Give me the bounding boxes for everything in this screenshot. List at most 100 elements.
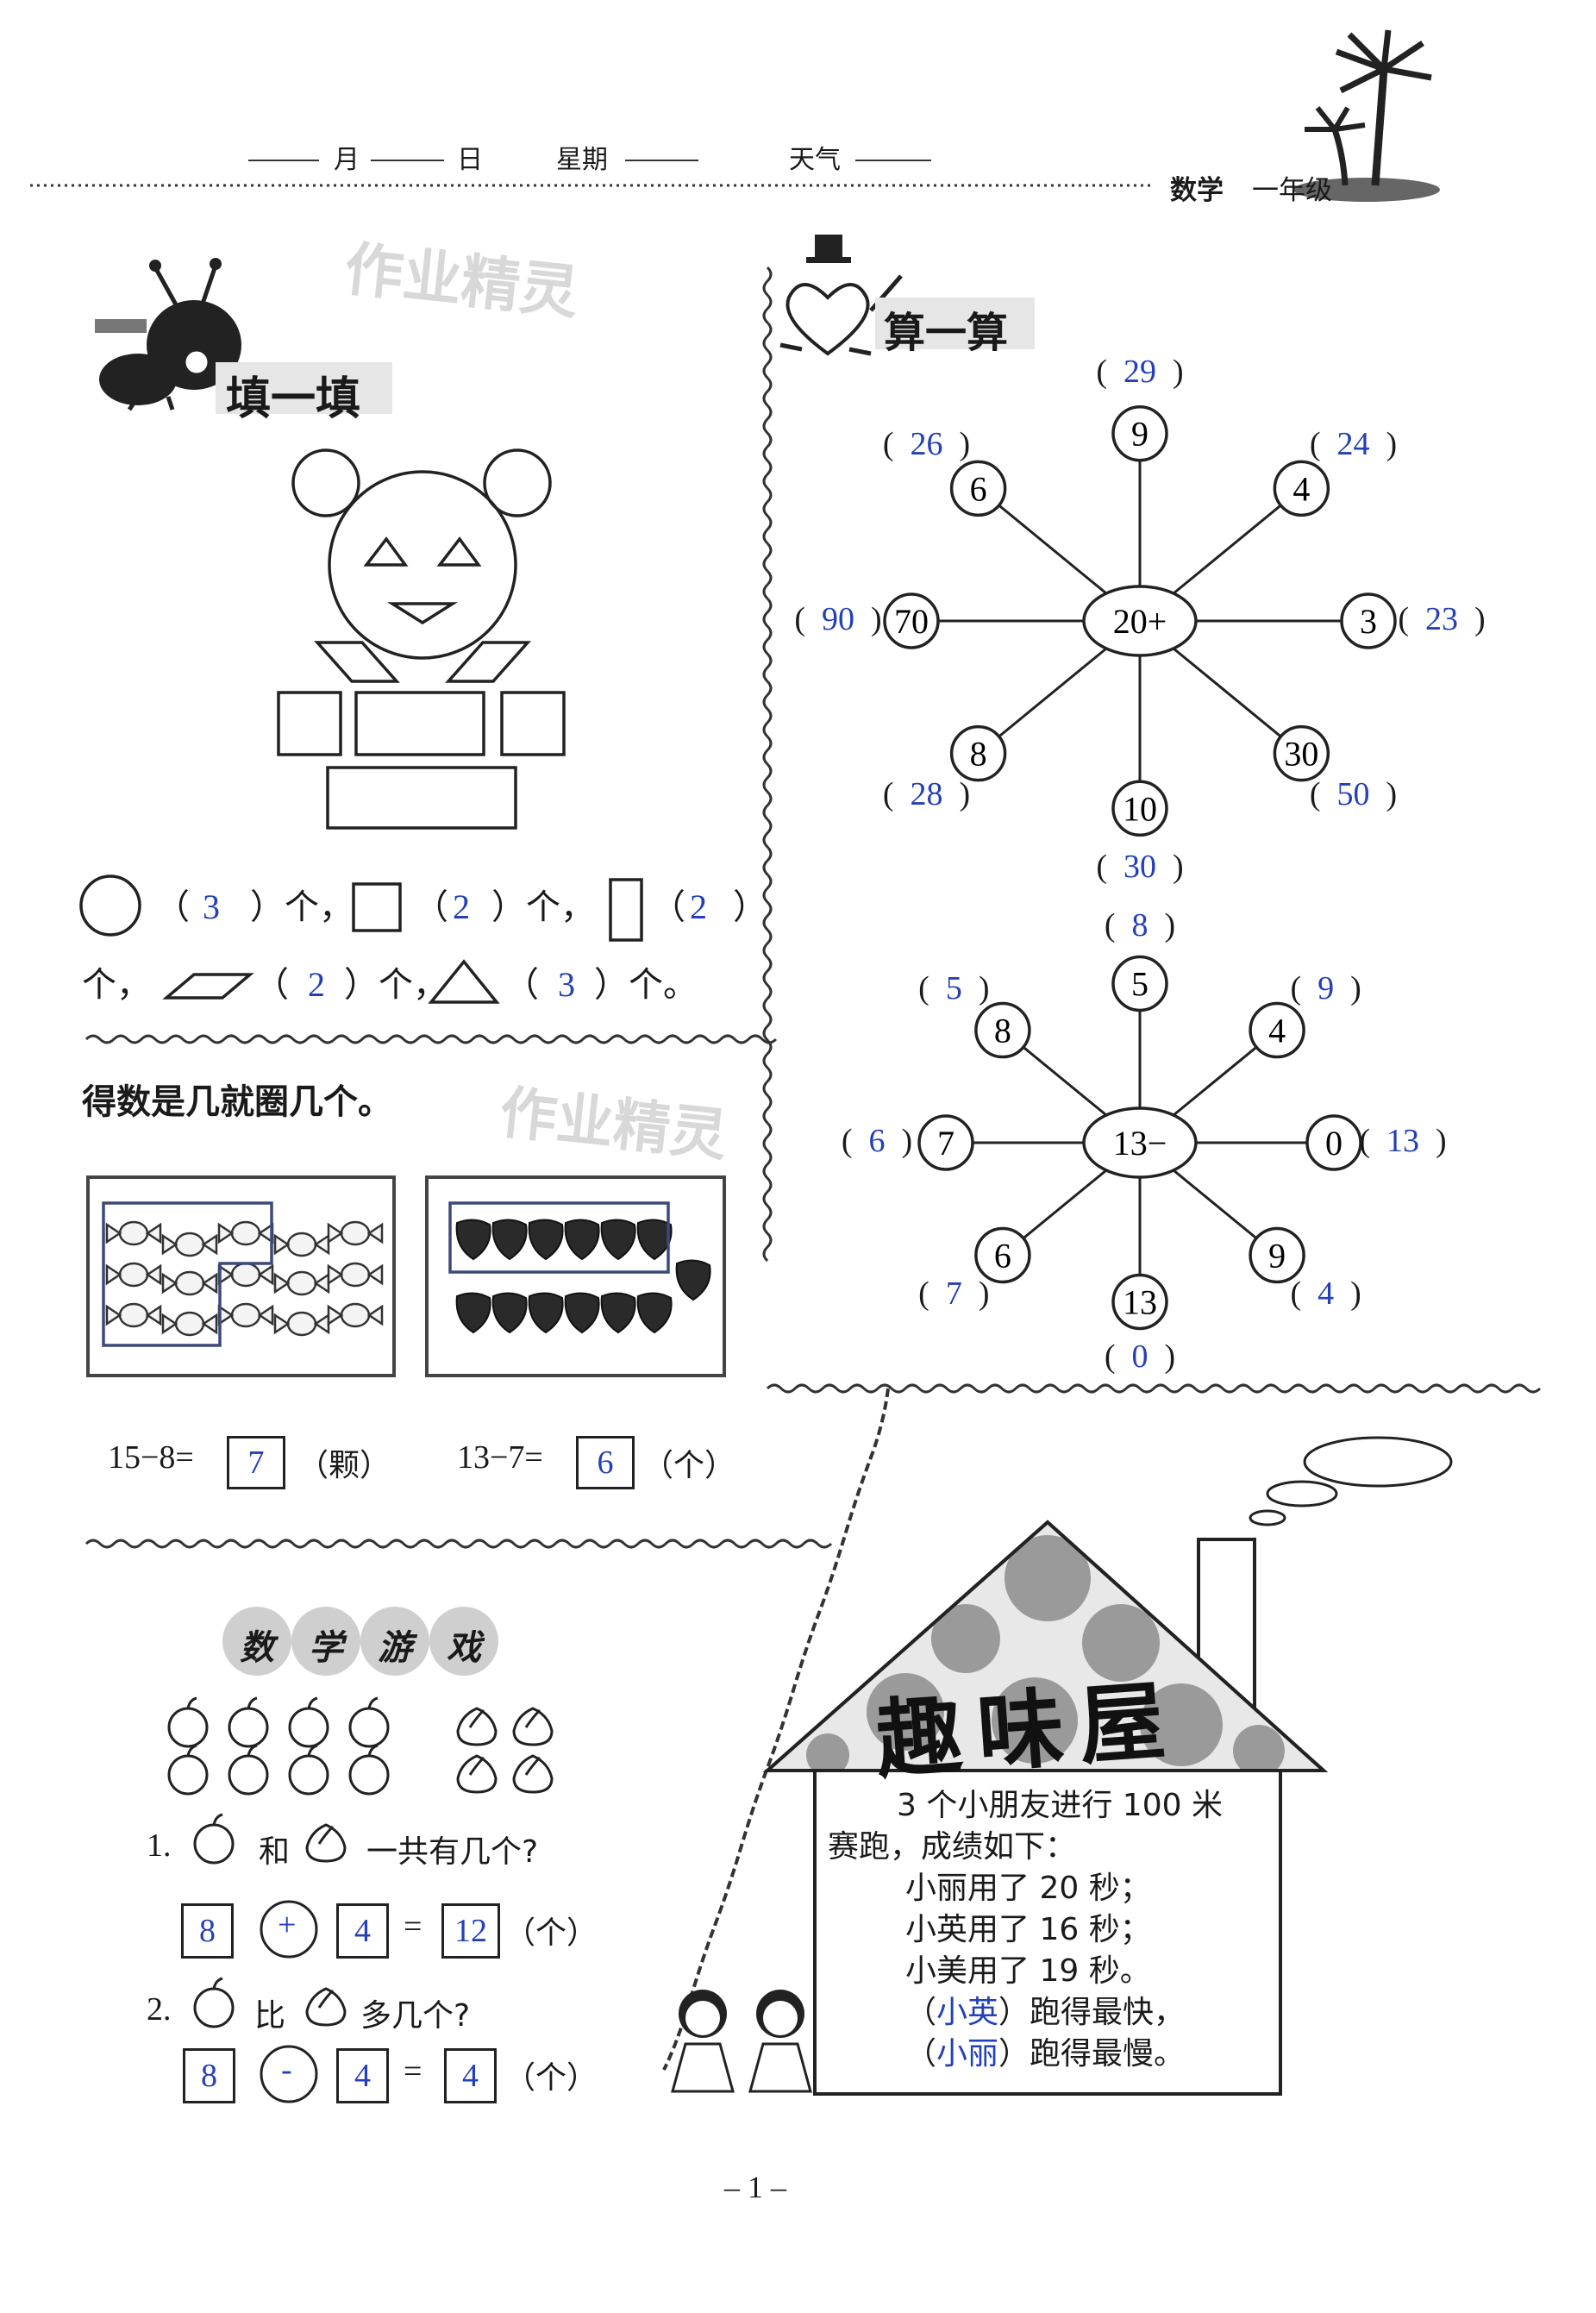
spoke-number-circle (1305, 1114, 1362, 1171)
q2-b-box: 4 (336, 2048, 389, 2103)
unit-text: 个 (379, 965, 413, 1005)
square-count-answer: 2 (453, 887, 470, 926)
spoke-number-circle (883, 592, 940, 649)
parallelogram-count-group: （2）个， (254, 965, 448, 1005)
strawberry-icon (528, 1292, 564, 1334)
sep-text: ， (116, 965, 151, 1005)
wheel-center (1082, 585, 1198, 657)
apple-icon (193, 1977, 235, 2028)
rect-count-answer: 2 (690, 887, 707, 926)
game-title-char: 戏 (447, 1628, 481, 1668)
end-text: 个。 (629, 965, 698, 1005)
fastest-text: 跑得最快， (1030, 1995, 1186, 2030)
apple-icon (193, 1813, 235, 1865)
parallelogram-count-answer: 2 (308, 965, 325, 1004)
spoke-answer-value: 7 (945, 1275, 962, 1312)
spoke-answer-value: 24 (1336, 426, 1370, 463)
spoke-answer-value: 13 (1386, 1123, 1419, 1159)
strawberry-icon (455, 1219, 491, 1261)
spoke-number-circle (949, 460, 1007, 517)
candy-icon (327, 1302, 384, 1328)
candy-icons (105, 1220, 384, 1337)
slowest-answer: 小丽 (936, 2036, 999, 2072)
peach-icon (512, 1707, 554, 1746)
q1-a-box: 8 (181, 1903, 234, 1959)
spoke-answer-value: 29 (1123, 354, 1156, 390)
candy-icon (327, 1262, 384, 1288)
spoke-answer-value: 50 (1336, 775, 1370, 812)
game-title-char: 学 (309, 1628, 343, 1668)
spoke-answer: ( 26 ) (882, 426, 971, 463)
page-number: – 1 – (724, 2170, 786, 2204)
month-label: 月 (334, 145, 360, 175)
story-line: 3 个小朋友进行 100 米 (897, 1788, 1223, 1823)
game-badge (291, 1607, 360, 1676)
fun-house-text: 3 个小朋友进行 100 米 赛跑，成绩如下： 小丽用了 20 秒； 小英用了 … (828, 1785, 1223, 2075)
parallelogram-shape-icon (162, 973, 254, 1000)
spoke-number: 5 (1131, 965, 1148, 1004)
apple-icon (167, 1744, 209, 1796)
candy-icon (105, 1302, 162, 1328)
mouth-triangle (386, 602, 459, 625)
wavy-vertical-divider (762, 266, 773, 1263)
candy-icon (105, 1220, 162, 1246)
day-label: 日 (457, 145, 483, 175)
peach-icon (456, 1707, 498, 1746)
spoke-number-circle (1340, 592, 1397, 649)
spoke-answer: ( 24 ) (1309, 426, 1398, 463)
game-badge (222, 1607, 291, 1676)
wavy-divider-2 (84, 1539, 833, 1549)
answer-box-1: 7 (227, 1436, 285, 1489)
weather-label: 天气 (789, 145, 841, 175)
calc-title-bg (875, 298, 1035, 349)
wheel-center-label: 20+ (1113, 602, 1167, 641)
bottom-rect (326, 766, 517, 830)
slowest-line: （小丽）跑得最慢。 (905, 2036, 1186, 2072)
wavy-divider-3 (766, 1383, 1542, 1394)
fill-section-title: 填一填 (226, 373, 361, 425)
q1-result-box: 12 (441, 1903, 500, 1959)
strawberry-icon (600, 1292, 636, 1334)
q1-number: 1. (147, 1827, 172, 1864)
candy-icon (273, 1270, 330, 1296)
spoke-answer-value: 5 (945, 970, 962, 1007)
strawberry-icon (564, 1292, 600, 1334)
spoke-number: 3 (1360, 602, 1377, 641)
spoke-number: 4 (1268, 1012, 1286, 1050)
spoke-number-circle (1111, 404, 1168, 462)
wavy-divider-1 (84, 1034, 778, 1044)
peach-icon (305, 1987, 347, 2027)
right-eye-triangle (436, 536, 482, 567)
spoke-number: 70 (894, 602, 929, 641)
strawberry-icon (491, 1292, 528, 1334)
spoke-number: 0 (1325, 1124, 1343, 1163)
equation-1: 15−8= (108, 1439, 194, 1476)
candy-icon (161, 1311, 218, 1337)
q2-number: 2. (147, 1991, 172, 2028)
right-square (500, 691, 566, 756)
triangle-shape-icon (428, 959, 500, 1004)
spoke-answer: ( 30 ) (1096, 849, 1184, 885)
spoke-answer-value: 6 (868, 1123, 886, 1159)
circle-section-title: 得数是几就圈几个。 (82, 1082, 392, 1122)
spoke-number: 4 (1292, 469, 1310, 508)
q1-operator: + (278, 1907, 297, 1943)
spoke-number-circle (974, 1226, 1031, 1284)
game-title-char: 游 (378, 1628, 412, 1668)
spoke-answer-value: 30 (1123, 849, 1156, 885)
q2-end: 多几个? (360, 1998, 471, 2034)
equation-2: 13−7= (457, 1439, 543, 1476)
operator-circle-1 (260, 1900, 318, 1959)
weekday-label: 星期 (556, 145, 608, 175)
spoke-answer: ( 7 ) (918, 1275, 990, 1312)
spoke-number: 6 (970, 469, 987, 508)
house-body (813, 1769, 1282, 2096)
apple-icon (228, 1696, 269, 1748)
spoke-number-circle (1249, 1226, 1305, 1284)
strawberry-box (425, 1175, 726, 1377)
fun-house (671, 1436, 1453, 2096)
apple-icons (167, 1696, 390, 1796)
fun-house-title: 趣味屋 (872, 1669, 1185, 1792)
